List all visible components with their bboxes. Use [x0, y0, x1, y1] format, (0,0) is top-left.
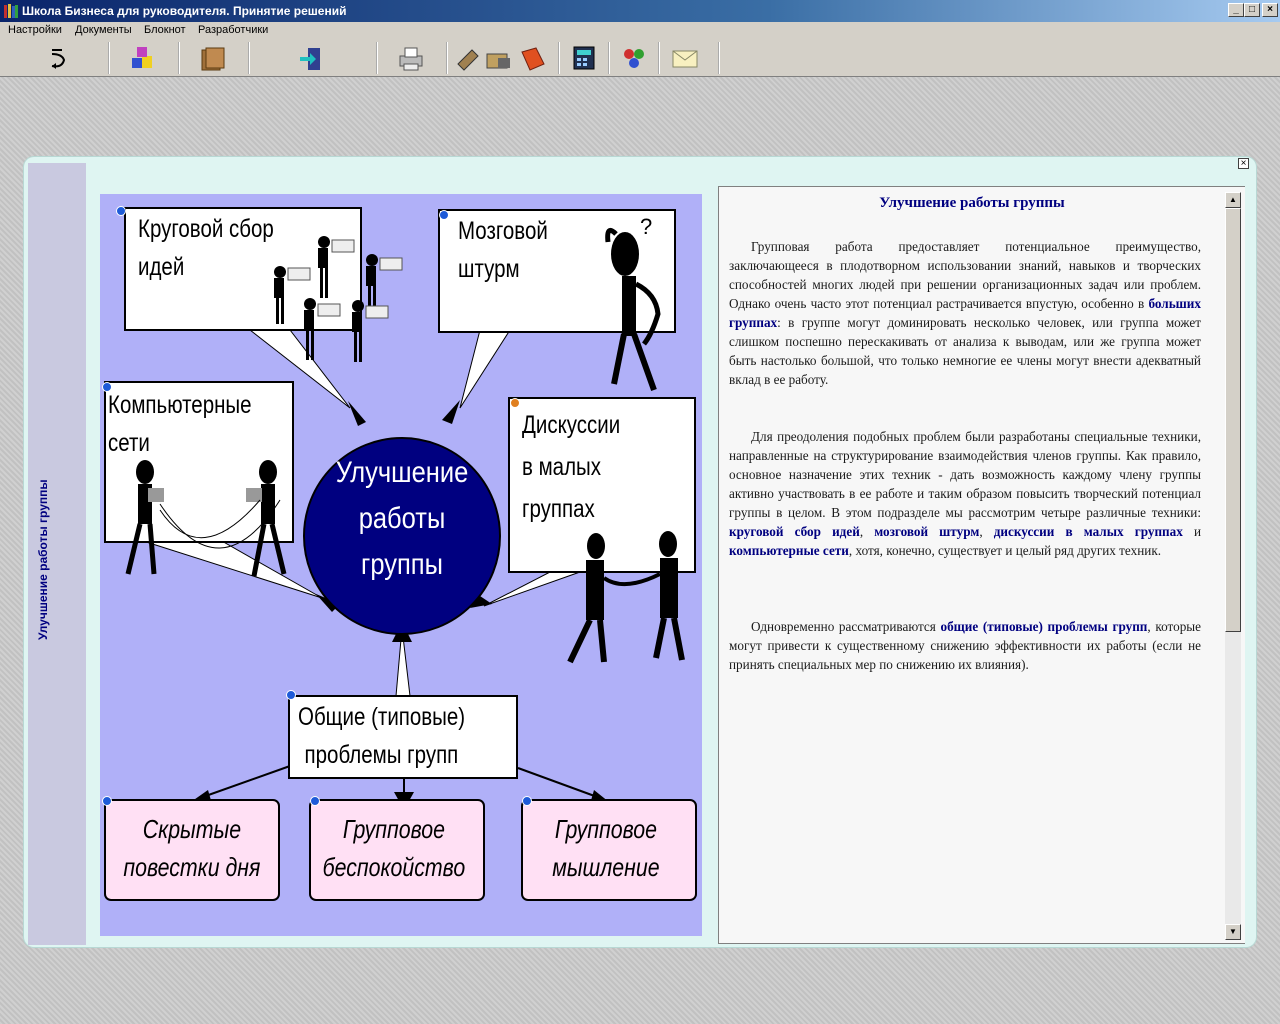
games-button[interactable] [610, 42, 660, 74]
menu-developers[interactable]: Разработчики [198, 24, 269, 36]
node-label: Групповое [342, 814, 445, 844]
pin-icon [510, 398, 520, 408]
toolbar [0, 40, 1280, 77]
node-label: работы [358, 502, 446, 535]
printer-icon [399, 47, 423, 71]
text-span: , которые могут привести к существенному… [729, 619, 1201, 672]
games-icon [624, 49, 644, 68]
return-icon [51, 49, 66, 69]
node-label: группах [522, 495, 595, 523]
menu-documents[interactable]: Документы [75, 24, 132, 36]
node-brainstorm[interactable]: Мозговой штурм [458, 212, 548, 288]
text-pane: Улучшение работы группы Групповая работа… [718, 186, 1245, 944]
scroll-thumb[interactable] [1225, 208, 1241, 632]
node-label: Групповое [554, 814, 657, 844]
print-button[interactable] [378, 42, 448, 74]
menu-notebook[interactable]: Блокнот [144, 24, 186, 36]
exit-button[interactable] [250, 42, 378, 74]
node-common-problems[interactable]: Общие (типовые) проблемы групп [298, 698, 465, 774]
node-center[interactable]: Улучшение работы группы [321, 450, 483, 588]
node-brainstorm-round[interactable]: Круговой сбор идей [138, 210, 274, 286]
node-label: проблемы групп [304, 741, 459, 769]
mail-button[interactable] [660, 42, 720, 74]
node-label: сети [108, 429, 150, 457]
link-computer-networks[interactable]: компьютерные сети [729, 543, 849, 558]
documents-button[interactable] [180, 42, 250, 74]
node-label: повестки дня [123, 852, 261, 882]
node-small-groups[interactable]: Дискуссии в малых группах [522, 404, 620, 530]
text-span: Групповая работа предоставляет потенциал… [729, 239, 1201, 311]
sidebar-title: Улучшение работы группы [36, 479, 50, 640]
node-label: идей [138, 253, 185, 281]
minimize-button[interactable]: _ [1228, 3, 1244, 17]
node-label: штурм [458, 255, 520, 283]
pin-icon [102, 796, 112, 806]
text-span: и [1182, 524, 1201, 539]
paragraph-2: Для преодоления подобных проблем были ра… [729, 427, 1201, 560]
tools-button[interactable] [448, 42, 560, 74]
modules-button[interactable] [110, 42, 180, 74]
pin-icon [116, 206, 126, 216]
link-large-groups[interactable]: больших группах [729, 296, 1201, 330]
text-span: , хотя, конечно, существует и целый ряд … [848, 543, 1162, 558]
link-brainstorm[interactable]: мозговой штурм [874, 524, 980, 539]
book-icon [521, 47, 545, 71]
node-group-anxiety[interactable]: Групповое беспокойство [316, 810, 472, 886]
pin-icon [439, 210, 449, 220]
node-hidden-agendas[interactable]: Скрытые повестки дня [114, 810, 270, 886]
cubes-icon [132, 47, 152, 68]
text-span: Одновременно рассматриваются [751, 619, 941, 634]
exit-door-icon [300, 48, 320, 70]
menu-bar: Настройки Документы Блокнот Разработчики [0, 22, 1280, 40]
node-label: Общие (типовые) [298, 703, 466, 731]
scroll-up-arrow-icon[interactable]: ▲ [1225, 192, 1241, 208]
text-scrollbar[interactable]: ▲ ▼ [1225, 192, 1241, 940]
menu-settings[interactable]: Настройки [8, 24, 62, 36]
link-small-groups[interactable]: дискуссии в малых группах [993, 524, 1183, 539]
paragraph-1: Групповая работа предоставляет потенциал… [729, 237, 1201, 389]
text-span: Для преодоления подобных проблем были ра… [729, 429, 1201, 520]
text-heading: Улучшение работы группы [879, 195, 1065, 211]
node-label: мышление [552, 852, 660, 882]
text-span: , [979, 524, 994, 539]
back-button[interactable] [8, 42, 110, 74]
folder-camera-icon [486, 53, 510, 69]
node-label: Улучшение [335, 456, 469, 489]
pin-icon [286, 690, 296, 700]
pin-icon [102, 382, 112, 392]
text-span: : в группе могут доминировать несколько … [729, 315, 1201, 387]
mail-icon [672, 50, 698, 68]
diagram-area: ? Круговой сбор идей Мозговой [100, 194, 702, 936]
panel-close-button[interactable]: × [1238, 158, 1249, 169]
node-groupthink[interactable]: Групповое мышление [528, 810, 684, 886]
close-button[interactable]: × [1262, 3, 1278, 17]
node-label: беспокойство [322, 852, 466, 882]
pin-icon [522, 796, 532, 806]
pin-icon [310, 796, 320, 806]
node-label: в малых [522, 453, 602, 481]
node-label: Круговой сбор [138, 215, 274, 243]
link-brainstorm-round[interactable]: круговой сбор идей [729, 524, 860, 539]
diagram-graphics: ? [104, 207, 697, 901]
folders-icon [201, 47, 225, 71]
link-common-problems[interactable]: общие (типовые) проблемы групп [940, 619, 1148, 634]
node-label: Дискуссии [522, 411, 621, 439]
node-label: группы [361, 548, 443, 581]
node-computer-networks[interactable]: Компьютерные сети [108, 386, 252, 462]
window-title: Школа Бизнеса для руководителя. Принятие… [22, 4, 347, 18]
svg-text:?: ? [640, 214, 652, 239]
maximize-button[interactable]: □ [1244, 3, 1260, 17]
node-label: Компьютерные [108, 391, 252, 419]
calculator-icon [573, 46, 595, 70]
tools-icon [457, 49, 479, 71]
calculator-button[interactable] [560, 42, 610, 74]
sidebar [28, 163, 86, 945]
books-app-icon [4, 4, 18, 18]
text-span: , [859, 524, 875, 539]
paragraph-3: Одновременно рассматриваются общие (типо… [729, 617, 1201, 674]
title-bar: Школа Бизнеса для руководителя. Принятие… [0, 0, 1280, 22]
scroll-down-arrow-icon[interactable]: ▼ [1225, 924, 1241, 940]
node-label: Мозговой [458, 217, 548, 245]
node-label: Скрытые [142, 814, 242, 844]
